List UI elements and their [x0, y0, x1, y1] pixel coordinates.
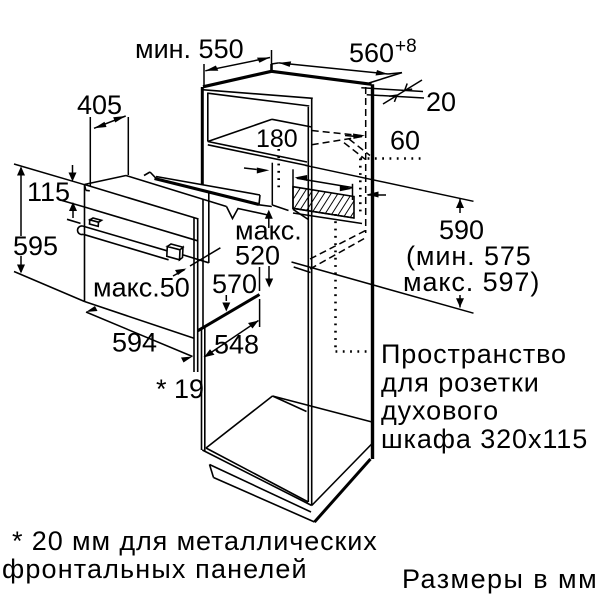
- svg-text:590: 590: [439, 215, 484, 245]
- svg-text:405: 405: [77, 90, 122, 120]
- svg-text:20: 20: [426, 87, 456, 117]
- svg-text:духового: духового: [381, 395, 499, 425]
- svg-text:115: 115: [27, 177, 70, 207]
- svg-text:595: 595: [13, 231, 58, 261]
- svg-text:Пространство: Пространство: [381, 339, 567, 369]
- svg-text:594: 594: [112, 328, 157, 358]
- svg-text:фронтальных панелей: фронтальных панелей: [2, 554, 308, 584]
- svg-text:макс. 597): макс. 597): [403, 267, 540, 297]
- svg-text:(мин. 575: (мин. 575: [406, 241, 532, 271]
- svg-text:для розетки: для розетки: [381, 367, 540, 397]
- svg-text:548: 548: [214, 330, 259, 360]
- svg-text:шкафа 320x115: шкафа 320x115: [381, 424, 588, 454]
- svg-text:180: 180: [256, 125, 298, 153]
- svg-text:+8: +8: [395, 36, 417, 57]
- svg-text:60: 60: [390, 126, 420, 156]
- svg-text:570: 570: [212, 269, 257, 299]
- svg-text:мин. 550: мин. 550: [135, 34, 244, 64]
- svg-text:Размеры в мм: Размеры в мм: [402, 564, 598, 594]
- svg-text:560: 560: [349, 38, 394, 68]
- svg-text:* 19: * 19: [156, 374, 204, 404]
- svg-text:520: 520: [235, 241, 280, 271]
- svg-text:макс.: макс.: [235, 216, 302, 246]
- svg-text:* 20 мм для металлических: * 20 мм для металлических: [12, 526, 378, 556]
- svg-text:макс.50: макс.50: [93, 273, 190, 303]
